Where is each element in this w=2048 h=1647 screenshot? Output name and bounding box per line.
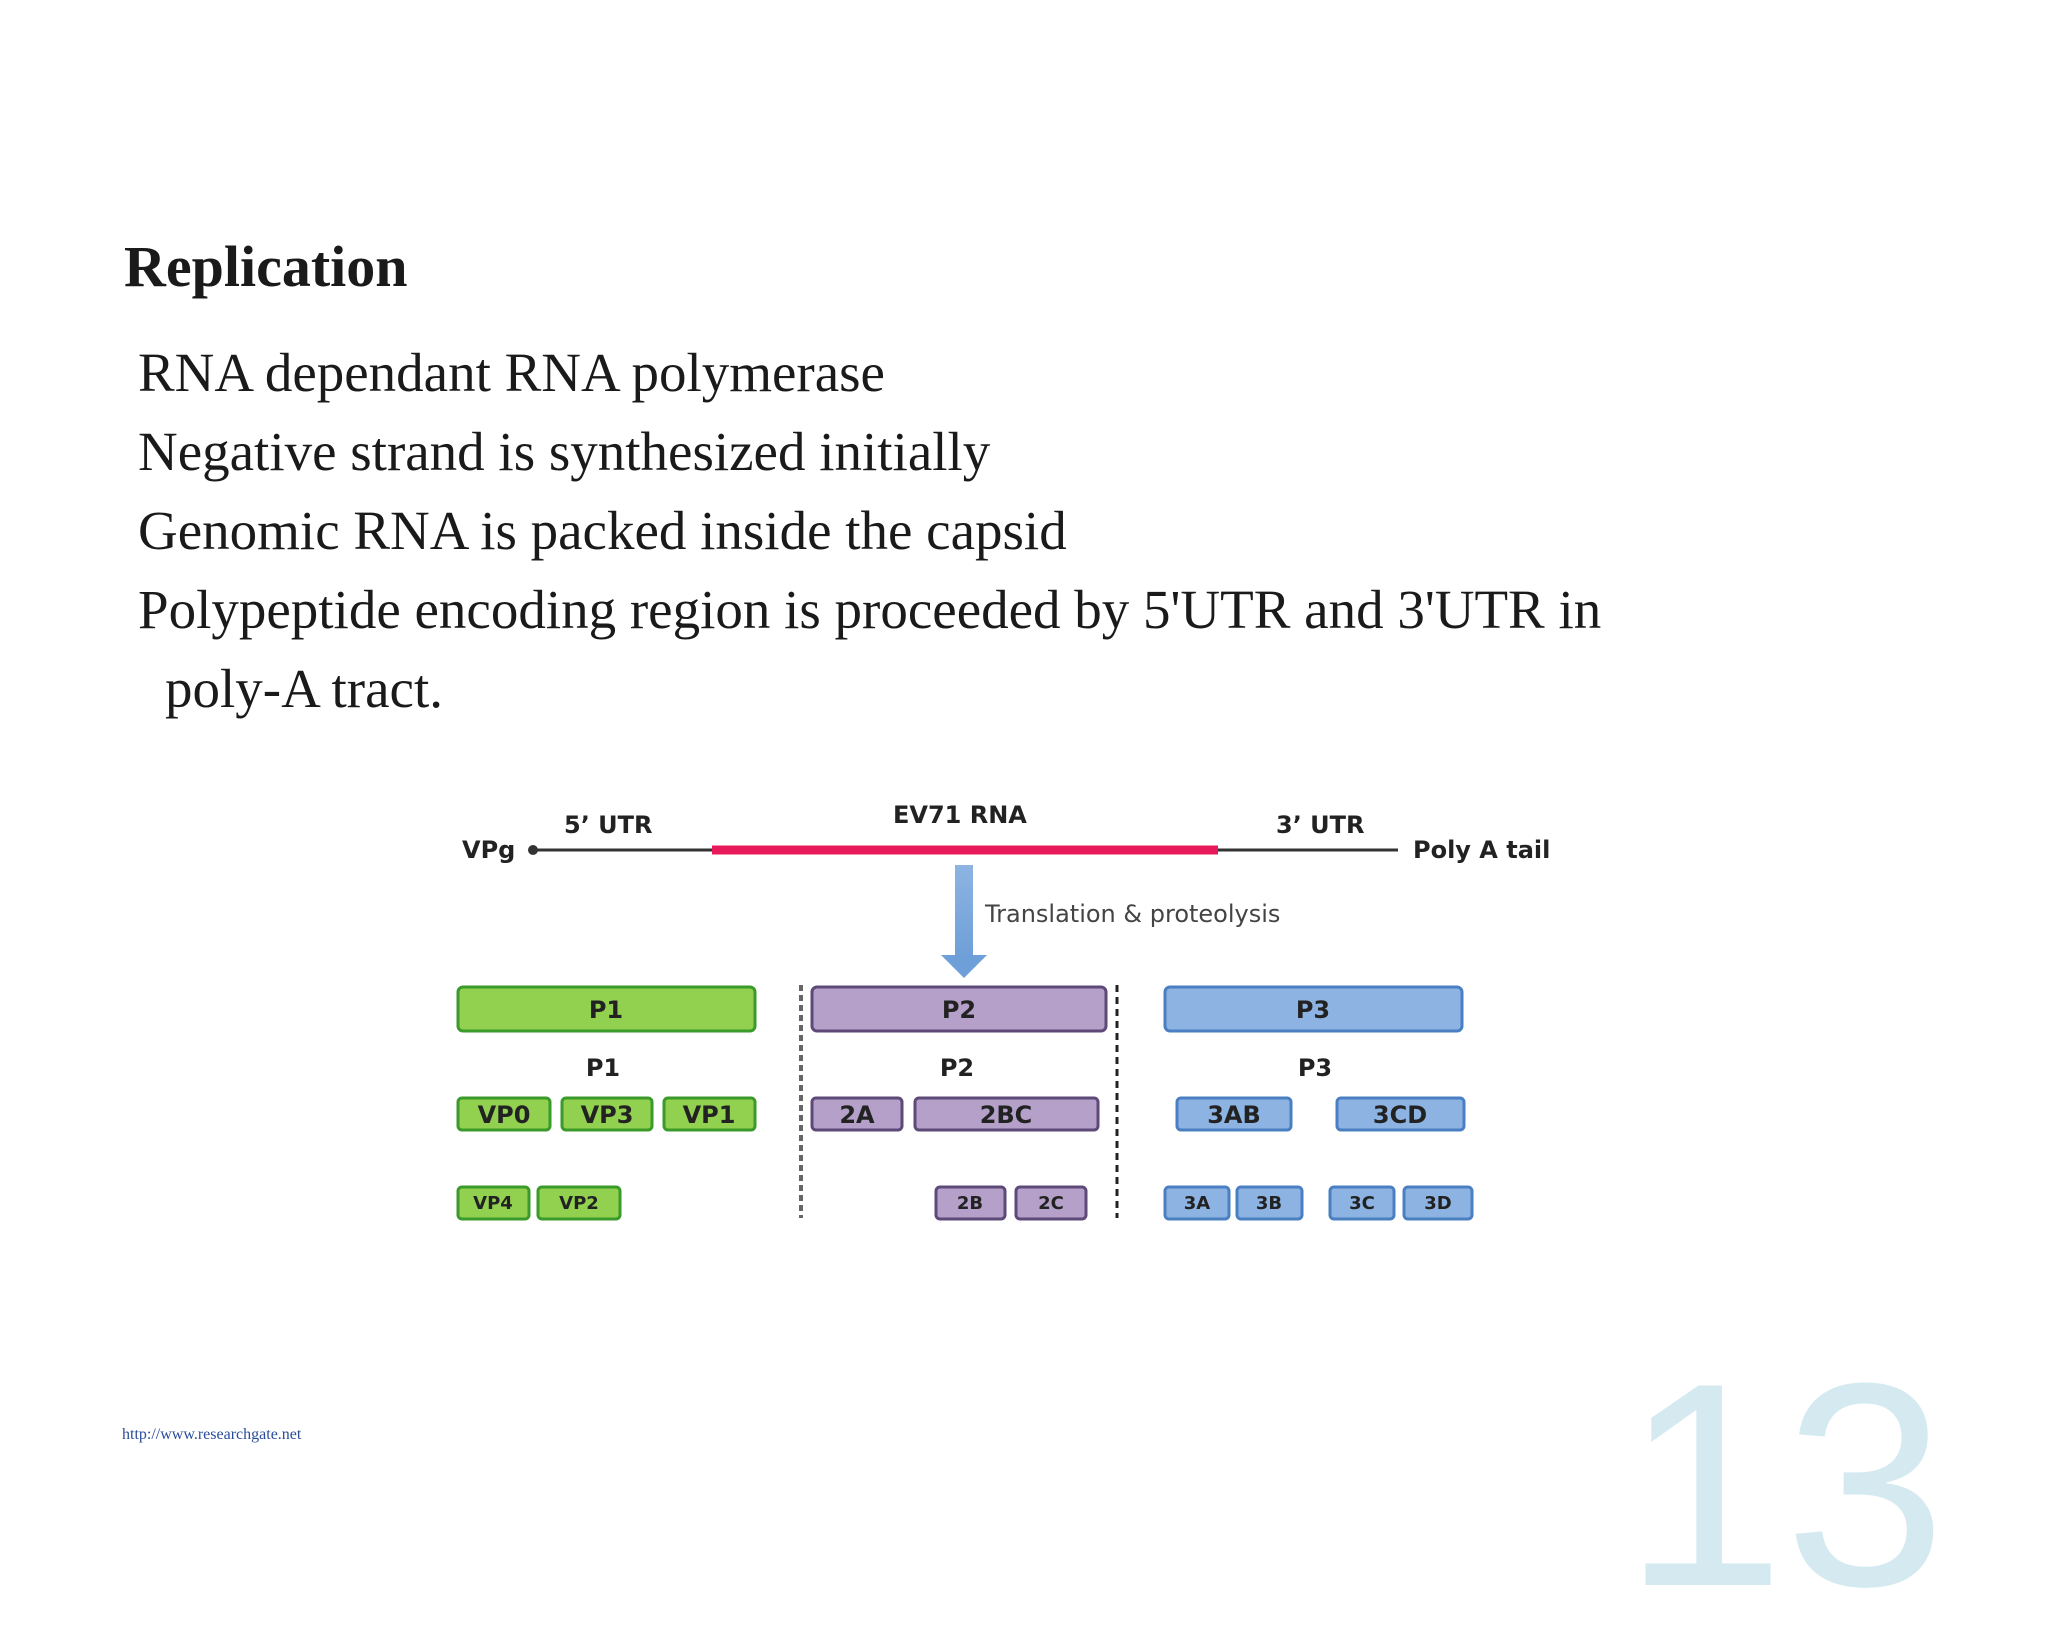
2bc-block xyxy=(913,1096,1100,1132)
vp4-label: VP4 xyxy=(473,1193,513,1214)
p2-header: P2 xyxy=(940,1054,974,1082)
p1-block-label: P1 xyxy=(589,996,623,1024)
p3-block-label: P3 xyxy=(1296,996,1330,1024)
label-ev71-rna: EV71 RNA xyxy=(893,801,1027,829)
p1-block xyxy=(456,985,757,1033)
3d-block xyxy=(1402,1185,1474,1221)
label-3utr: 3’ UTR xyxy=(1276,811,1365,839)
p2-block-label: P2 xyxy=(942,996,976,1024)
p1-header: P1 xyxy=(586,1054,620,1082)
3ab-label: 3AB xyxy=(1207,1101,1261,1129)
source-link[interactable]: http://www.researchgate.net xyxy=(122,1426,302,1443)
bullet-item: RNA dependant RNA polymerase xyxy=(138,342,885,403)
2b-block xyxy=(934,1185,1007,1221)
p3-block xyxy=(1163,985,1464,1033)
p3-header: P3 xyxy=(1298,1054,1332,1082)
2bc-label: 2BC xyxy=(980,1101,1033,1129)
3b-label: 3B xyxy=(1256,1193,1282,1214)
3c-block xyxy=(1328,1185,1396,1221)
bullet-list: RNA dependant RNA polymerase Negative st… xyxy=(138,333,1838,728)
3cd-label: 3CD xyxy=(1373,1101,1427,1129)
vp3-label: VP3 xyxy=(581,1101,634,1129)
vp1-label: VP1 xyxy=(683,1101,736,1129)
2a-label: 2A xyxy=(839,1101,875,1129)
slide-number: 13 xyxy=(1623,1323,1946,1647)
2c-block xyxy=(1014,1185,1088,1221)
bullet-item-continuation: poly-A tract. xyxy=(165,658,443,719)
3b-block xyxy=(1235,1185,1304,1221)
2c-label: 2C xyxy=(1038,1193,1064,1214)
vp3-block xyxy=(560,1096,654,1132)
down-arrow-icon xyxy=(941,865,987,978)
3a-block xyxy=(1163,1185,1231,1221)
vp2-block xyxy=(536,1185,622,1221)
3d-label: 3D xyxy=(1424,1193,1451,1214)
label-polya-tail: Poly A tail xyxy=(1413,836,1550,864)
bullet-item: Polypeptide encoding region is proceeded… xyxy=(138,579,1602,640)
3cd-block xyxy=(1335,1096,1466,1132)
vp1-block xyxy=(662,1096,757,1132)
label-5utr: 5’ UTR xyxy=(564,811,653,839)
bullet-item: Negative strand is synthesized initially xyxy=(138,421,991,482)
3c-label: 3C xyxy=(1349,1193,1375,1214)
3ab-block xyxy=(1175,1096,1293,1132)
2a-block xyxy=(810,1096,904,1132)
3a-label: 3A xyxy=(1184,1193,1211,1214)
2b-label: 2B xyxy=(957,1193,983,1214)
vp2-label: VP2 xyxy=(559,1193,599,1214)
vp0-block xyxy=(456,1096,552,1132)
bullet-item: Genomic RNA is packed inside the capsid xyxy=(138,500,1067,561)
slide-title: Replication xyxy=(124,234,408,299)
vp4-block xyxy=(456,1185,531,1221)
label-vpg: VPg xyxy=(462,836,515,864)
vp0-label: VP0 xyxy=(478,1101,531,1129)
p2-block xyxy=(810,985,1108,1033)
ev71-genome-diagram: VPg 5’ UTR EV71 RNA 3’ UTR Poly A tail T… xyxy=(456,801,1550,1221)
label-translation: Translation & proteolysis xyxy=(984,900,1280,928)
